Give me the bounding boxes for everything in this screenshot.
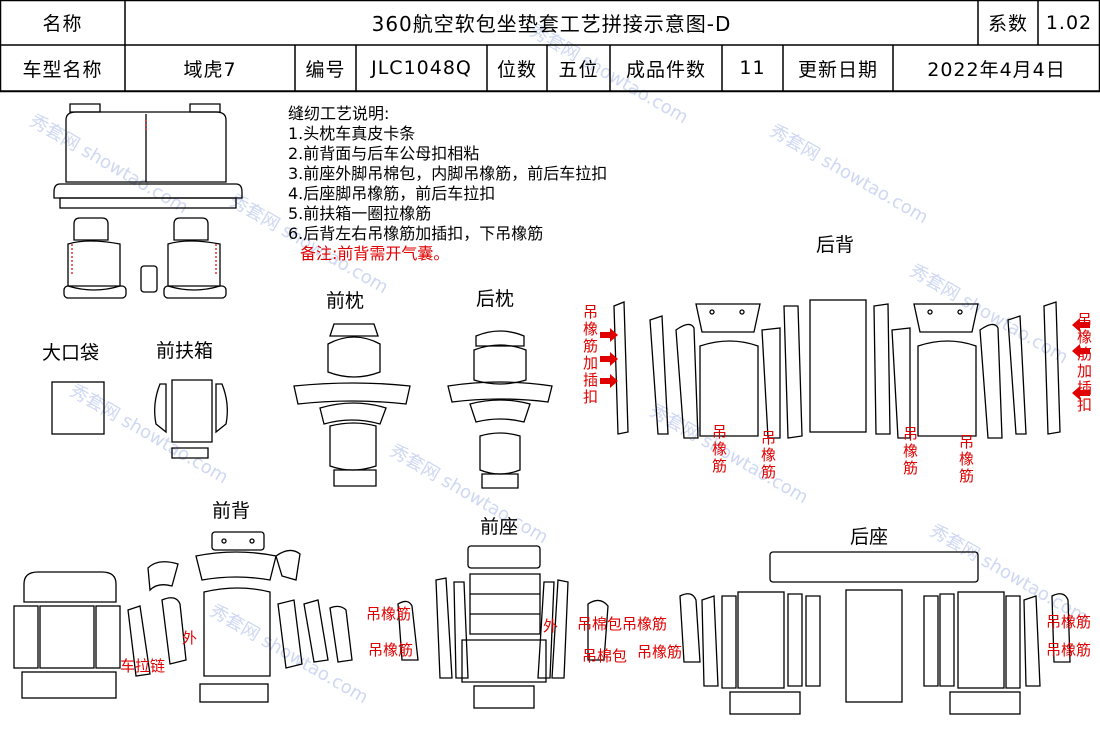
front-seat-pieces	[397, 545, 609, 709]
notes-remark: 备注:前背需开气囊。	[300, 244, 450, 263]
annotation-elastic: 吊橡筋	[902, 425, 918, 477]
rear-back-pieces	[600, 299, 1090, 439]
annotation-zipper: 车拉链	[120, 657, 166, 675]
label-rear-back: 后背	[816, 234, 855, 256]
annotation-elastic: 吊橡筋	[711, 423, 727, 475]
label-rear-headrest: 后枕	[476, 288, 515, 310]
front-back-pieces	[13, 531, 353, 703]
date-value: 2022年4月4日	[927, 58, 1066, 81]
annotation-elastic: 吊橡筋	[1046, 641, 1092, 659]
page-title: 360航空软包坐垫套工艺拼接示意图-D	[371, 12, 732, 36]
annotation-cotton-pad-elastic: 吊棉包吊橡筋	[577, 615, 668, 633]
coef-label: 系数	[987, 13, 1028, 35]
label-front-armrest: 前扶箱	[156, 340, 214, 362]
date-label: 更新日期	[797, 58, 878, 81]
annotation-elastic: 吊橡筋	[1046, 613, 1092, 631]
annotation-elastic: 吊橡筋	[958, 433, 974, 485]
pieces-label: 成品件数	[625, 58, 706, 81]
front-armrest-pieces	[154, 379, 228, 459]
note-item: 5.前扶箱一圈拉橡筋	[288, 204, 432, 223]
label-front-back: 前背	[212, 500, 251, 522]
annotation-elastic-clip-left: 吊橡筋加插扣	[582, 303, 598, 406]
model-label: 车型名称	[22, 58, 103, 81]
note-item: 1.头枕车真皮卡条	[288, 124, 416, 143]
annotation-outer: 外	[543, 617, 559, 635]
label-big-pocket: 大口袋	[42, 342, 100, 364]
overview-front-seats	[63, 217, 227, 299]
annotation-elastic: 吊橡筋	[637, 643, 683, 661]
label-rear-seat: 后座	[850, 526, 889, 548]
name-label: 名称	[42, 13, 83, 35]
front-headrest-pieces	[293, 323, 411, 487]
model-value: 域虎7	[183, 58, 237, 81]
annotation-outer: 外	[182, 629, 198, 647]
annotation-elastic: 吊橡筋	[368, 641, 414, 659]
code-value: JLC1048Q	[371, 57, 472, 79]
notes-heading: 缝纫工艺说明:	[288, 104, 390, 123]
sewing-notes: 缝纫工艺说明: 1.头枕车真皮卡条 2.前背面与后车公母扣相粘 3.前座外脚吊棉…	[288, 104, 607, 264]
rear-headrest-pieces	[447, 330, 553, 489]
note-item: 3.前座外脚吊棉包，内脚吊橡筋，前后车拉扣	[288, 164, 608, 183]
label-front-headrest: 前枕	[326, 290, 365, 312]
annotation-elastic-clip-right: 吊橡筋加插扣	[1076, 311, 1092, 414]
big-pocket-piece	[51, 381, 105, 435]
note-item: 6.后背左右吊橡筋加插扣，下吊橡筋	[288, 224, 544, 243]
annotation-elastic: 吊橡筋	[760, 429, 776, 481]
note-item: 2.前背面与后车公母扣相粘	[288, 144, 480, 163]
seats-value: 五位	[558, 58, 599, 81]
code-label: 编号	[305, 58, 346, 81]
coef-value: 1.02	[1045, 11, 1093, 34]
overview-rear-bench	[53, 103, 243, 209]
note-item: 4.后座脚吊橡筋，前后车拉扣	[288, 184, 496, 203]
annotation-elastic: 吊橡筋	[366, 605, 412, 623]
pieces-value: 11	[739, 57, 766, 79]
label-front-seat: 前座	[480, 516, 519, 538]
seats-label: 位数	[496, 58, 537, 81]
annotation-cotton-pad: 吊棉包	[582, 647, 628, 665]
rear-seat-pieces	[679, 551, 1071, 715]
